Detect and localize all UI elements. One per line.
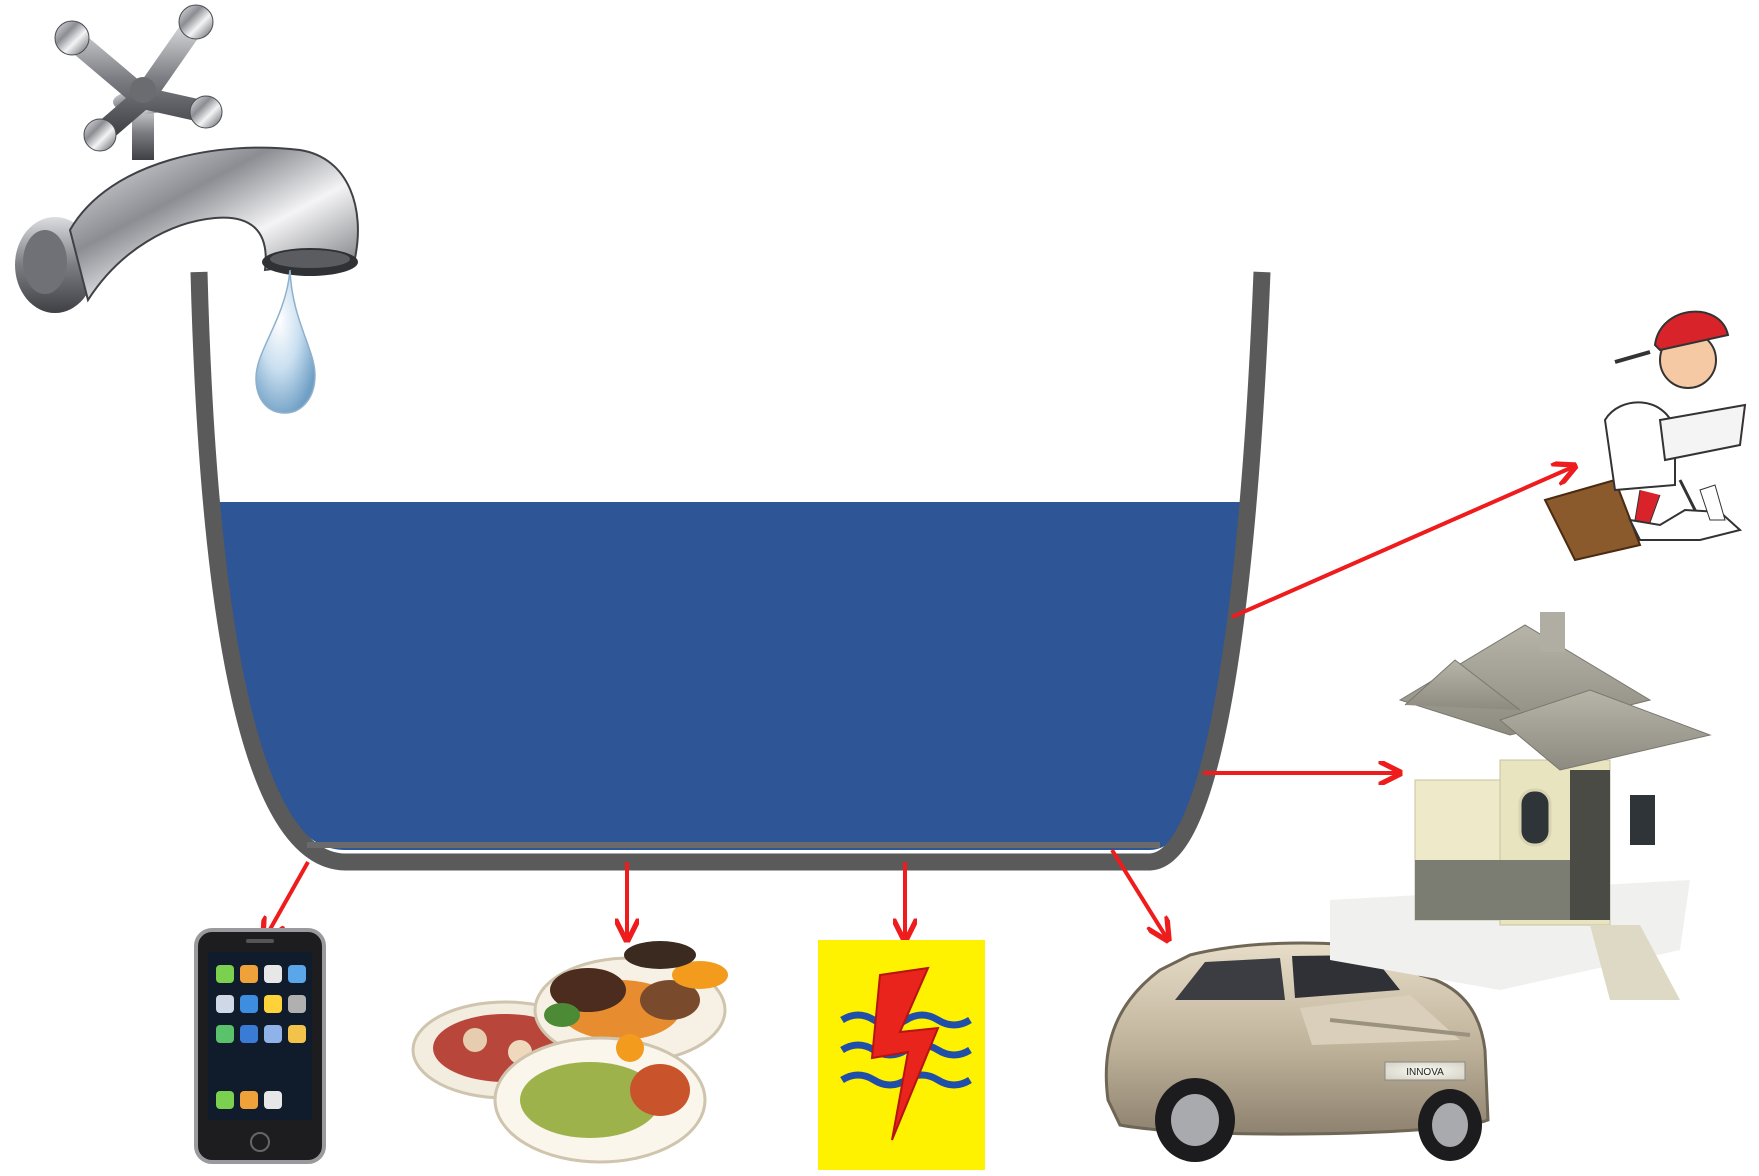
smartphone-icon [196, 930, 324, 1162]
app-icon [240, 1025, 258, 1043]
electricity-logo-icon [818, 940, 985, 1170]
water-drop-icon [256, 270, 315, 413]
app-icon [264, 1091, 282, 1109]
app-icon [288, 1025, 306, 1043]
water-faucet-icon [15, 5, 358, 313]
app-icon [264, 995, 282, 1013]
app-icon [240, 965, 258, 983]
food-plates-icon [413, 941, 728, 1162]
arrow-to-education [1232, 466, 1575, 617]
car-plate-text: INNOVA [1406, 1067, 1444, 1078]
app-icon [240, 1091, 258, 1109]
app-icon [288, 965, 306, 983]
house-icon [1330, 612, 1710, 1000]
water-level [150, 502, 1300, 890]
app-icon [216, 1091, 234, 1109]
app-icon [264, 1025, 282, 1043]
app-icon [240, 995, 258, 1013]
app-icon [288, 995, 306, 1013]
student-reading-icon [1545, 312, 1745, 560]
app-icon [264, 965, 282, 983]
app-icon [216, 1025, 234, 1043]
app-icon [216, 995, 234, 1013]
app-icon [216, 965, 234, 983]
